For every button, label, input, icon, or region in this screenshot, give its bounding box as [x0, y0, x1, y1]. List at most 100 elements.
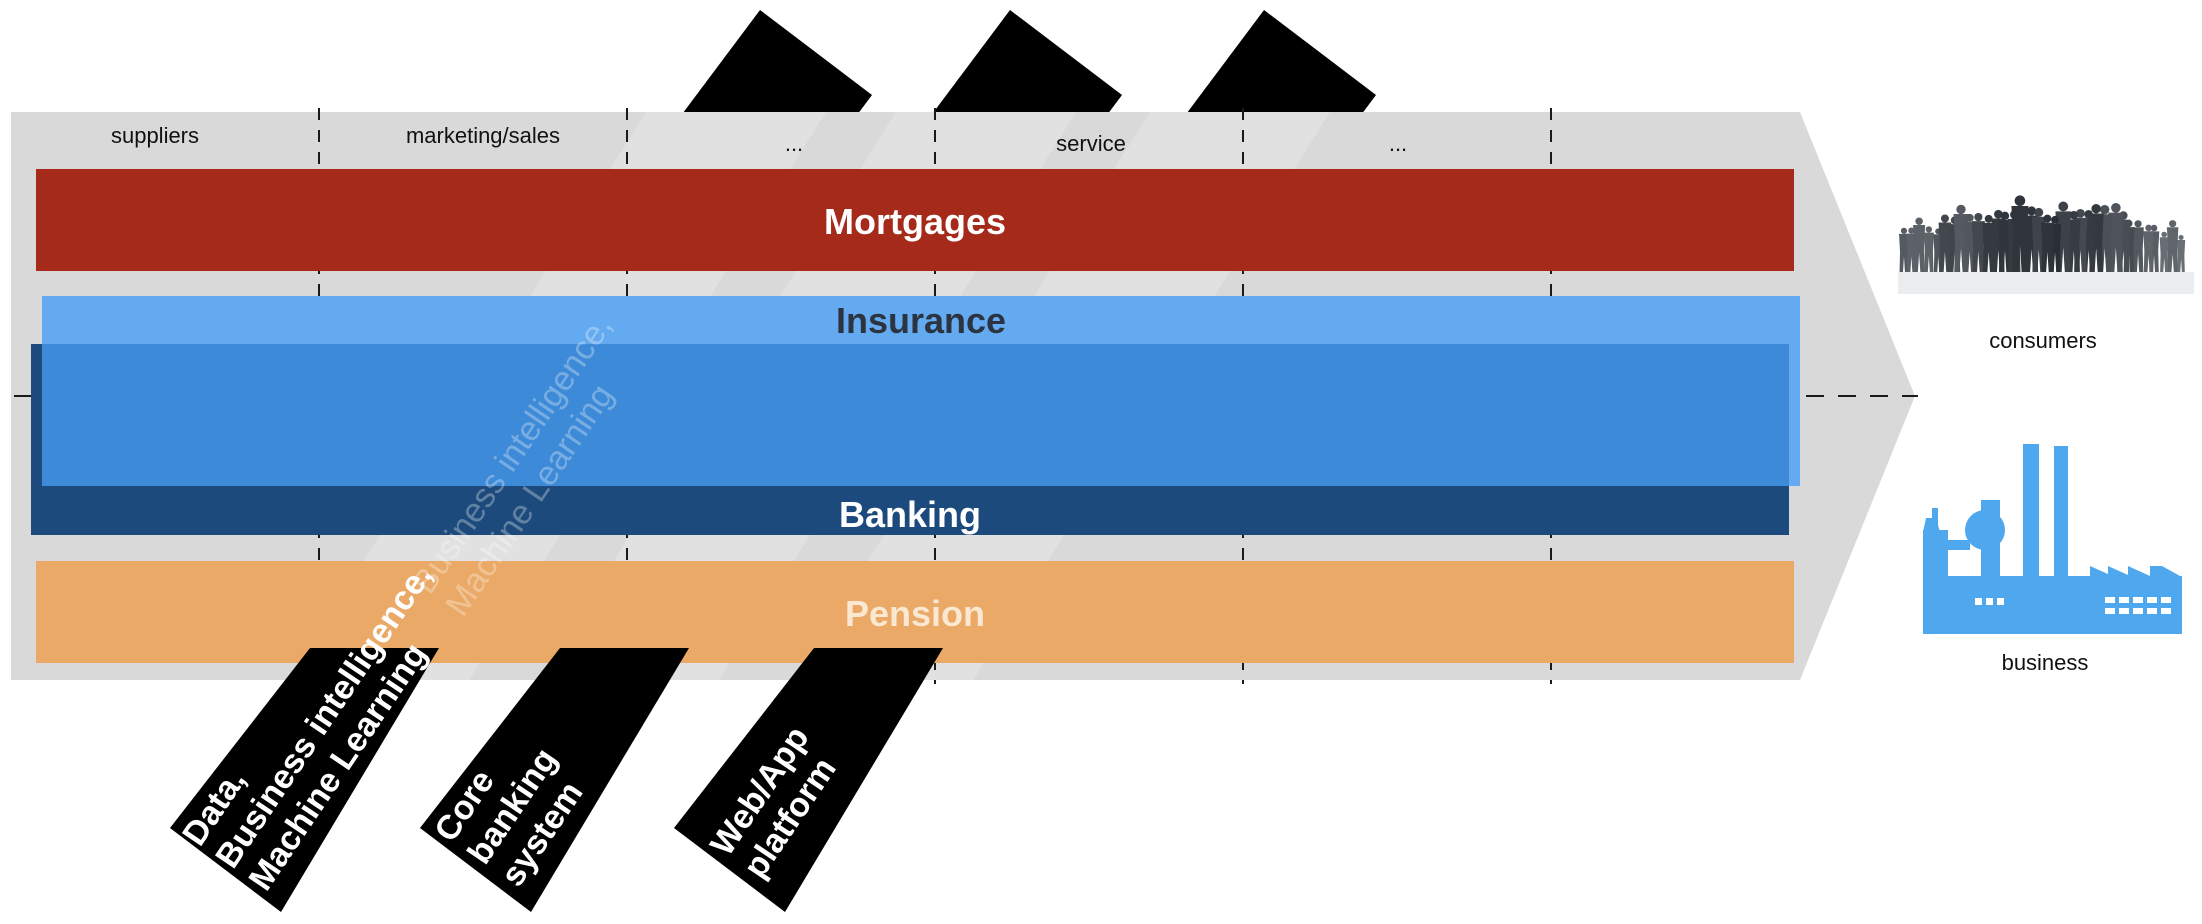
product-bands [31, 169, 1800, 663]
crowd-person-head [2134, 220, 2142, 228]
crowd-person-head [2076, 208, 2085, 218]
crowd-person-head [2169, 220, 2177, 228]
factory-icon-part [1946, 540, 1970, 550]
crowd-person-body [2108, 212, 2124, 272]
band-label-mortgages: Mortgages [824, 201, 1006, 242]
factory-window [1997, 598, 2004, 605]
crowd-person [2067, 211, 2081, 272]
crowd-person [1938, 214, 1952, 272]
factory-icon-part [1923, 576, 2117, 634]
crowd-person-body [2176, 240, 2186, 272]
crowd-person-body [1982, 222, 1996, 272]
crowd-person-body [2159, 237, 2169, 272]
crowd-person-body [2067, 219, 2081, 272]
factory-icon-part [1965, 510, 2005, 550]
crowd-person-body [1913, 225, 1926, 272]
crowd-person-body [1899, 233, 1909, 272]
crowd-person [2041, 214, 2054, 272]
factory-window [2147, 608, 2157, 614]
crowd-person-head [2034, 207, 2044, 217]
factory-window [2147, 597, 2157, 603]
crowd-person-body [2143, 231, 2154, 272]
stage-label-ellipsis: ... [785, 131, 803, 156]
band-label-insurance: Insurance [836, 300, 1006, 341]
crowd-person [1971, 212, 1985, 272]
crowd-person [2108, 203, 2124, 272]
crowd-person [2176, 234, 2186, 272]
factory-window [2105, 608, 2115, 614]
crowd-person-head [2014, 195, 2026, 207]
crowd-person-body [2166, 227, 2179, 272]
crowd-person [1982, 214, 1996, 272]
factory-window [1975, 598, 1982, 605]
crowd-person-head [1965, 213, 1974, 222]
crowd-person [1899, 227, 1909, 272]
crowd-person-head [2150, 224, 2158, 232]
crowd-person-head [2026, 206, 2037, 216]
factory-icon-part [1932, 508, 1938, 532]
crowd-person-body [1906, 233, 1917, 272]
crowd-icon [1898, 195, 2194, 294]
crowd-person-head [1956, 204, 1966, 215]
factory-window [2119, 597, 2129, 603]
crowd-person-body [1971, 221, 1985, 272]
factory-window [1986, 598, 1993, 605]
crowd-person-head [1908, 227, 1915, 234]
crowd-person [2143, 224, 2154, 272]
crowd-person-body [2011, 206, 2029, 272]
crowd-person-head [2051, 215, 2059, 224]
platform-bar-core [420, 648, 689, 912]
consumers-label: consumers [1989, 328, 2097, 353]
band-pension [36, 561, 1794, 663]
band-label-pension: Pension [845, 593, 985, 634]
crowd-person-head [1925, 226, 1933, 233]
crowd-person-head [1994, 209, 2003, 219]
crowd-person-body [2132, 227, 2144, 272]
factory-window [2105, 597, 2115, 603]
crowd-person-head [1900, 227, 1908, 234]
band-label-banking: Banking [839, 494, 981, 535]
crowd-person [1923, 226, 1934, 272]
factory-icon [1923, 444, 2182, 634]
factory-windows [1975, 597, 2171, 614]
crowd-person-head [2161, 231, 2167, 238]
crowd-person [2132, 220, 2144, 272]
band-mortgages [36, 169, 1794, 271]
stage-label-service: service [1056, 131, 1126, 156]
crowd-person-body [1923, 232, 1934, 272]
crowd-person-head [1974, 212, 1983, 222]
stage-labels: suppliers marketing/sales ... service ..… [111, 123, 1407, 156]
factory-icon-part [2023, 444, 2039, 586]
band-banking-overlap [42, 344, 1789, 486]
crowd-person-body [2041, 222, 2054, 272]
stage-label-marketing: marketing/sales [406, 123, 560, 148]
stage-label-ellipsis: ... [1389, 131, 1407, 156]
crowd-person-head [1940, 214, 1949, 223]
factory-window [2133, 608, 2143, 614]
crowd-person-head [2069, 211, 2079, 220]
platform-bars-lower [170, 648, 943, 912]
crowd-person-body [1938, 222, 1952, 272]
factory-window [2119, 608, 2129, 614]
crowd-person-head [2100, 204, 2110, 215]
crowd-person-head [2178, 234, 2184, 241]
crowd-person-head [1984, 214, 1993, 223]
crowd-person-head [2000, 211, 2010, 221]
factory-window [2133, 597, 2143, 603]
crowd-reflection [1898, 272, 2194, 294]
platform-bar-data [170, 648, 439, 912]
business-label: business [2002, 650, 2089, 675]
crowd-person [1913, 217, 1926, 272]
platform-bar-web [674, 648, 943, 912]
factory-icon-part [2054, 446, 2068, 586]
crowd-person [2159, 231, 2169, 272]
crowd-person-head [2145, 224, 2152, 232]
crowd-person [1906, 227, 1917, 272]
crowd-person-head [1915, 217, 1923, 226]
band-labels: Mortgages Insurance Banking Pension [824, 201, 1006, 634]
crowd-person [2166, 220, 2179, 272]
factory-window [2161, 608, 2171, 614]
crowd-person-head [2091, 203, 2101, 214]
